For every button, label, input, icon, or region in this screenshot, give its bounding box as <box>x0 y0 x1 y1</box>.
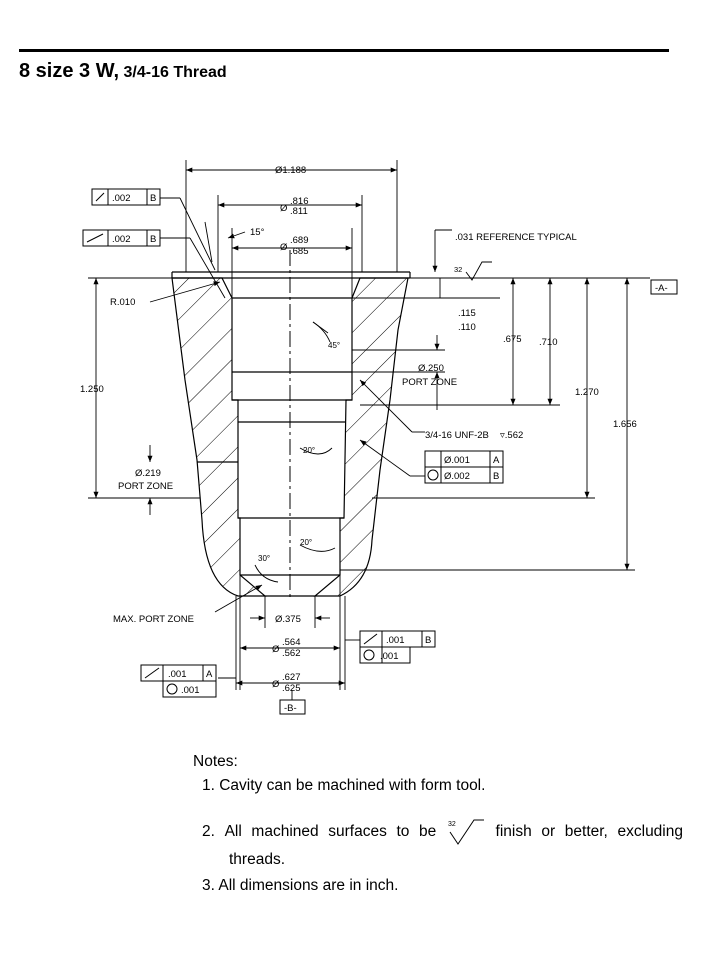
title-main: 8 size 3 W, <box>19 60 120 82</box>
title-sub: 3/4-16 Thread <box>123 64 227 81</box>
dim-115: .115 <box>458 308 476 319</box>
note-2-word-i: excluding <box>617 822 684 840</box>
dia-symbol-1: Ø <box>280 203 288 214</box>
fcf-top1-val: .002 <box>112 193 131 204</box>
dim-110: .110 <box>458 322 476 333</box>
dim-dia-685: .685 <box>290 246 309 257</box>
dia-symbol-2: Ø <box>280 242 288 253</box>
fcf-mid <box>359 630 436 664</box>
dia-375: Ø.375 <box>275 614 301 625</box>
fcf-top-2 <box>82 229 161 247</box>
fcf-top1-ref: B <box>150 193 156 204</box>
datum-a: -A- <box>655 283 668 294</box>
fcf-right2-ref: B <box>493 471 499 482</box>
note-2-lead: 2. <box>202 822 215 840</box>
fcf-top2-ref: B <box>150 234 156 245</box>
note-2-word-h: better, <box>564 822 608 840</box>
dim-1656: 1.656 <box>613 419 637 430</box>
note-2-word-g: or <box>541 822 556 840</box>
fcf-left1-val: .001 <box>168 669 187 680</box>
dimension-lines <box>88 160 650 700</box>
datum-boxes <box>279 279 678 715</box>
fcf-left1-ref: A <box>206 669 213 680</box>
right-wall <box>313 277 409 597</box>
note-2-continuation: threads. <box>229 851 286 868</box>
dim-1270: 1.270 <box>575 387 599 398</box>
ref-note: .031 REFERENCE TYPICAL <box>455 232 577 243</box>
dim-1250: 1.250 <box>80 384 104 395</box>
thread-callout: 3/4-16 UNF-2B <box>425 430 489 441</box>
note-2-word-b: machined <box>251 822 319 840</box>
note-2-word-a: All <box>224 822 242 840</box>
datum-b: -B- <box>284 703 297 714</box>
note-2-word-c: surfaces <box>328 822 387 840</box>
notes-heading: Notes: <box>193 753 238 770</box>
fcf-mid1-val: .001 <box>386 635 405 646</box>
header-rule <box>19 49 669 52</box>
radius: R.010 <box>110 297 135 308</box>
note-2-word-e: be <box>419 822 437 840</box>
fcf-top-1 <box>91 188 161 206</box>
finish-32-top: 32 <box>454 265 462 274</box>
fcf-mid1-ref: B <box>425 635 431 646</box>
dim-710: .710 <box>539 337 558 348</box>
fcf-right2-val: Ø.002 <box>444 471 470 482</box>
port-dia-219: Ø.219 <box>135 468 161 479</box>
angle-20b: 20° <box>300 538 312 547</box>
note-2: 2. All machined surfaces to be 32 finish… <box>202 816 683 846</box>
dim-dia-689: .689 <box>290 235 309 246</box>
fcf-left2-val: .001 <box>181 685 200 696</box>
fcf-right1-ref: A <box>493 455 500 466</box>
section-body <box>171 271 411 597</box>
port-zone-2: PORT ZONE <box>118 481 173 492</box>
dia-symbol-4: Ø <box>272 679 280 690</box>
angle-20a: 20° <box>303 446 315 455</box>
note-1: 1. Cavity can be machined with form tool… <box>202 777 486 794</box>
dim-dia-816: .816 <box>290 196 309 207</box>
fcf-top2-val: .002 <box>112 234 131 245</box>
note-2-word-d: to <box>396 822 410 840</box>
dia-627: .627 <box>282 672 301 683</box>
port-zone-1: PORT ZONE <box>402 377 457 388</box>
max-port-zone: MAX. PORT ZONE <box>113 614 194 625</box>
dia-symbol-3: Ø <box>272 644 280 655</box>
dim-dia-1188: Ø1.188 <box>275 165 306 176</box>
left-wall <box>171 277 267 597</box>
fcf-right <box>424 450 504 484</box>
port-dia-250: Ø.250 <box>418 363 444 374</box>
note-2-word-f: finish <box>495 822 532 840</box>
angle-15: 15° <box>250 227 265 238</box>
dia-562: .562 <box>282 648 301 659</box>
fcf-mid2-val: .001 <box>380 651 399 662</box>
page-title: 8 size 3 W, 3/4-16 Thread <box>19 60 227 83</box>
dim-675: .675 <box>503 334 522 345</box>
finish-value: 32 <box>448 821 456 828</box>
angle-30: 30° <box>258 554 270 563</box>
fcf-left <box>140 664 217 698</box>
cavity-drawing: Ø1.188 Ø .816 .811 Ø .689 .685 15° .031 … <box>80 160 678 715</box>
note-3: 3. All dimensions are in inch. <box>202 877 399 894</box>
angle-45: 45° <box>328 341 340 350</box>
dia-625: .625 <box>282 683 301 694</box>
dia-564: .564 <box>282 637 301 648</box>
fcf-right1-val: Ø.001 <box>444 455 470 466</box>
surface-finish-icon: 32 <box>448 819 484 845</box>
dim-dia-811: .811 <box>290 206 308 217</box>
thread-depth: ▿.562 <box>500 430 523 441</box>
